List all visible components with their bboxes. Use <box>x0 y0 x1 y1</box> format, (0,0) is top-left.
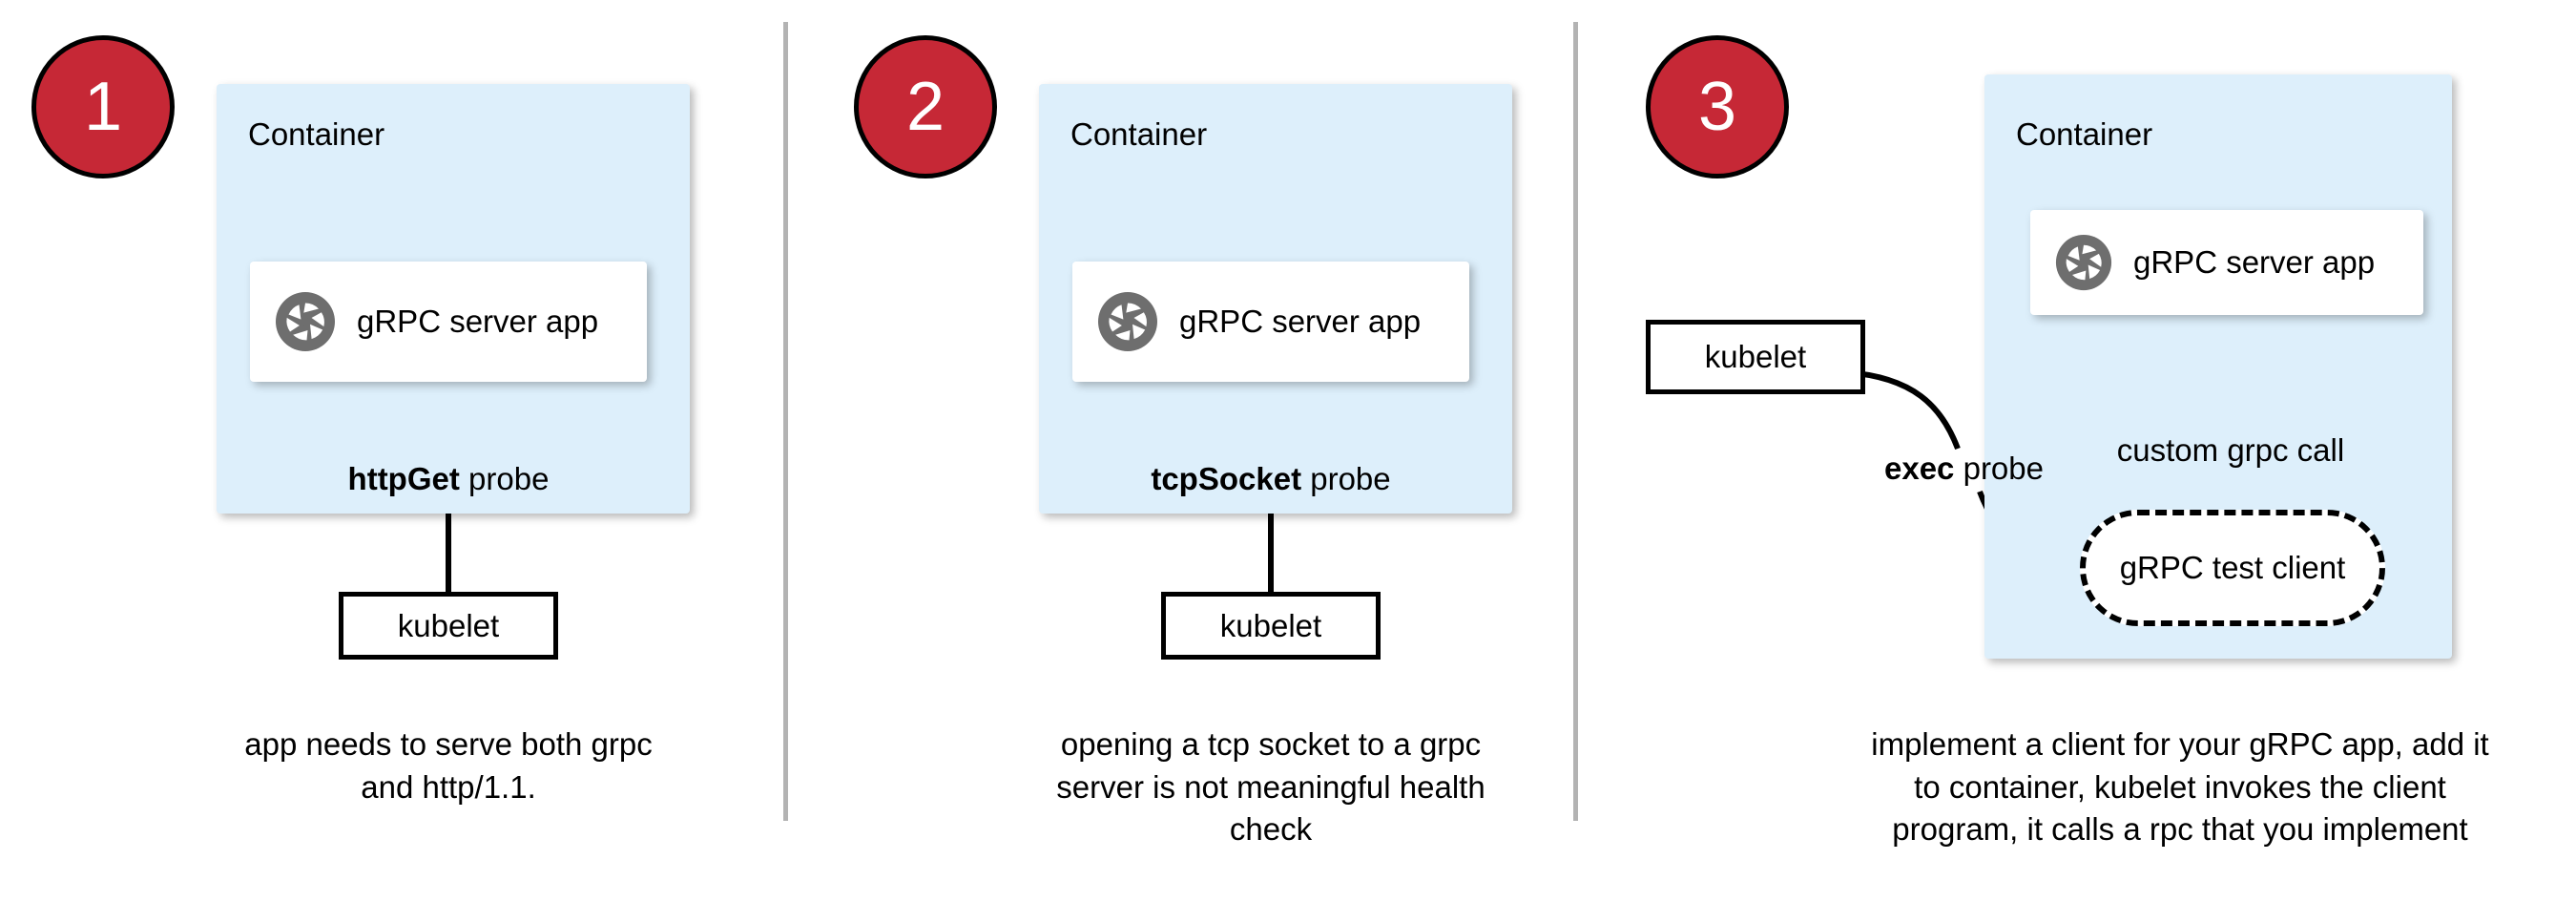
step-badge-2: 2 <box>854 35 997 178</box>
panel-caption-1: app needs to serve both grpc and http/1.… <box>191 724 706 808</box>
caption-line: check <box>1229 811 1313 848</box>
panel-caption-2: opening a tcp socket to a grpc server is… <box>1013 724 1528 851</box>
probe-label-1: httpGet probe <box>219 461 677 497</box>
step-badge-1: 1 <box>31 35 175 178</box>
grpc-server-app-label-2: gRPC server app <box>1179 304 1422 339</box>
probe-type-3: exec <box>1884 451 1955 486</box>
panel-divider-2 <box>1573 22 1578 821</box>
grpc-aperture-icon <box>276 292 335 351</box>
probe-label-3: exec probe <box>1884 451 2044 487</box>
grpc-server-app-card-2: gRPC server app <box>1072 262 1469 382</box>
kubelet-label-2: kubelet <box>1219 607 1322 643</box>
grpc-server-app-card-3: gRPC server app <box>2030 210 2423 315</box>
grpc-aperture-icon <box>2055 234 2112 291</box>
caption-line: implement a client for your gRPC app, ad… <box>1871 726 2489 762</box>
probe-suffix-3: probe <box>1954 451 2044 486</box>
kubelet-box-3: kubelet <box>1646 320 1865 394</box>
caption-line: opening a tcp socket to a grpc <box>1060 726 1482 762</box>
caption-line: server is not meaningful health <box>1056 768 1485 805</box>
caption-line: and http/1.1. <box>361 768 536 805</box>
container-label-1: Container <box>248 116 385 152</box>
probe-type-1: httpGet <box>347 461 460 496</box>
caption-line: to container, kubelet invokes the client <box>1914 768 2446 805</box>
grpc-server-app-label-3: gRPC server app <box>2133 244 2376 280</box>
probe-type-2: tcpSocket <box>1151 461 1302 496</box>
caption-line: app needs to serve both grpc <box>244 726 653 762</box>
probe-label-2: tcpSocket probe <box>1042 461 1500 497</box>
panel-caption-3: implement a client for your gRPC app, ad… <box>1827 724 2533 851</box>
kubelet-label-1: kubelet <box>397 607 500 643</box>
custom-grpc-call-label: custom grpc call <box>2116 432 2345 468</box>
panel-divider-1 <box>783 22 788 821</box>
kubelet-box-1: kubelet <box>339 592 558 660</box>
container-label-3: Container <box>2016 116 2153 152</box>
container-label-2: Container <box>1070 116 1208 152</box>
grpc-test-client-label: gRPC test client <box>2119 550 2346 585</box>
step-badge-3: 3 <box>1646 35 1789 178</box>
kubelet-label-3: kubelet <box>1704 339 1807 374</box>
caption-line: program, it calls a rpc that you impleme… <box>1892 811 2468 848</box>
grpc-server-app-card-1: gRPC server app <box>250 262 647 382</box>
kubelet-box-2: kubelet <box>1161 592 1381 660</box>
probe-suffix-2: probe <box>1301 461 1391 496</box>
grpc-aperture-icon <box>1098 292 1157 351</box>
grpc-server-app-label-1: gRPC server app <box>357 304 599 339</box>
grpc-test-client-box: gRPC test client <box>2080 510 2385 626</box>
probe-suffix-1: probe <box>459 461 550 496</box>
